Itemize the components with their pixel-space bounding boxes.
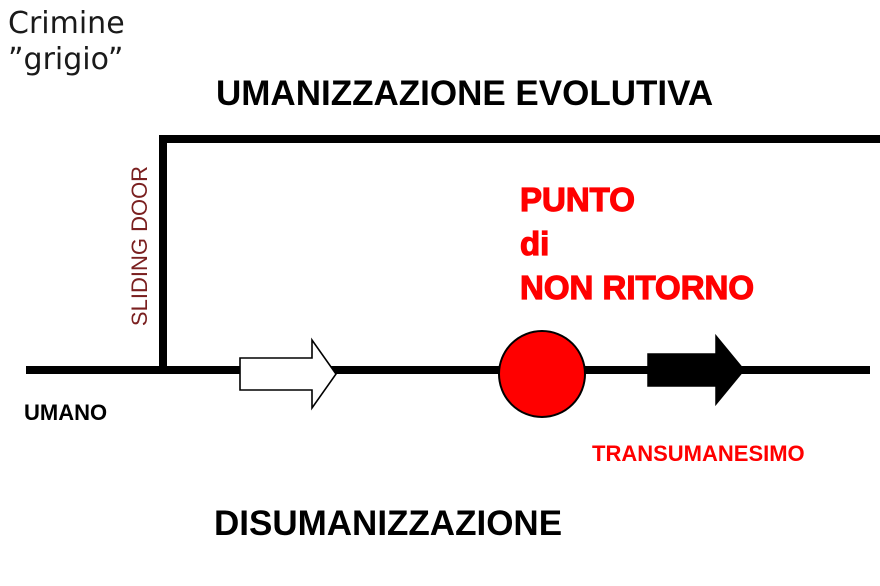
transumanesimo-label: TRANSUMANESIMO — [592, 441, 805, 466]
crimine-grigio-label: Crimine ”grigio” — [8, 6, 125, 77]
sliding-door-label: SLIDING DOOR — [127, 165, 152, 327]
punto-di-non-ritorno-label: PUNTO di NON RITORNO — [519, 180, 755, 306]
umanizzazione-evolutiva-title: UMANIZZAZIONE EVOLUTIVA — [216, 74, 714, 113]
white-arrow — [239, 337, 337, 411]
upper-branch-line — [159, 135, 880, 374]
black-arrow — [647, 333, 745, 407]
umano-label: UMANO — [24, 400, 108, 425]
disumanizzazione-title: DISUMANIZZAZIONE — [214, 504, 563, 543]
point-of-no-return-circle — [498, 330, 586, 418]
